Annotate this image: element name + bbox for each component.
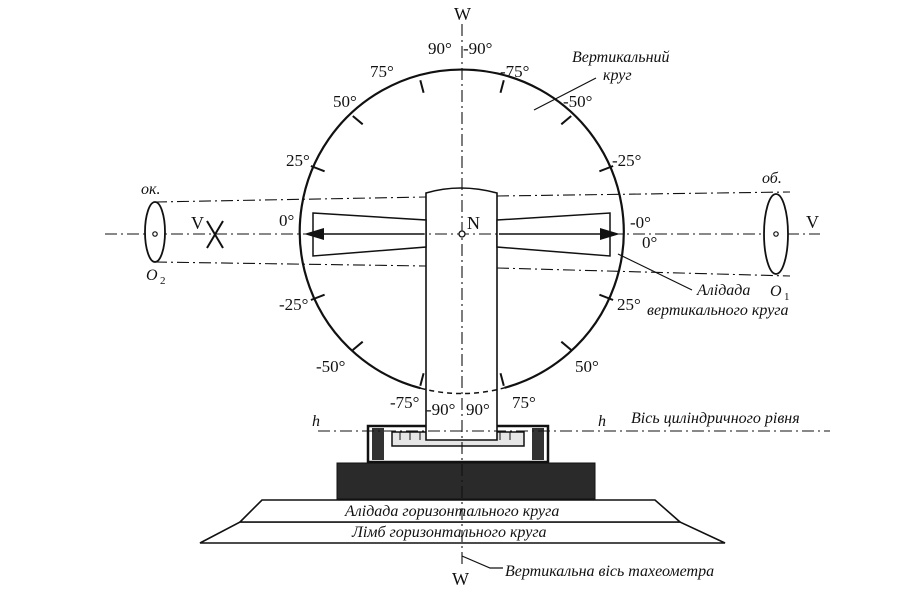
scale-label-right-50: -50° xyxy=(563,92,592,111)
leader-lines xyxy=(461,77,693,569)
eyepiece-point-sub: 2 xyxy=(160,275,166,287)
axis-n-center: N xyxy=(467,213,480,233)
level-h-left: h xyxy=(312,413,320,430)
eyepiece-point: O xyxy=(146,267,158,284)
right-level-screw xyxy=(532,428,544,460)
right-pointer-arrow xyxy=(600,228,620,240)
scale-label-lower-left-25: -25° xyxy=(279,295,308,314)
base-block xyxy=(336,462,596,500)
scale-label-lower-right-50: 50° xyxy=(575,357,599,376)
center-point xyxy=(458,230,466,238)
lenses xyxy=(144,193,789,275)
scale-label-left-75: 75° xyxy=(370,62,394,81)
axis-v-right: V xyxy=(806,212,819,232)
alidade-vertical-label: Алідада xyxy=(696,282,750,299)
alidade-vertical-label-2: вертикального круга xyxy=(647,302,789,319)
scale-label-left-50: 50° xyxy=(333,92,357,111)
scale-labels: 90° -90° 75° -75° 50° -50° 25° -25° 0° -… xyxy=(279,39,657,419)
eyepiece-label: ок. xyxy=(141,181,160,198)
scale-label-right-0b: 0° xyxy=(642,233,657,252)
left-level-screw xyxy=(372,428,384,460)
level-h-right: h xyxy=(598,413,606,430)
scale-ticks xyxy=(310,80,614,386)
axis-w-top: W xyxy=(454,4,471,24)
horizontal-alidade-label: Алідада горизонтального круга xyxy=(344,503,559,520)
lower-beam-line xyxy=(154,261,427,267)
vertical-circle-outline xyxy=(298,68,625,390)
upper-beam-line xyxy=(154,196,427,203)
scale-label-bottom-left-90: -90° xyxy=(426,400,455,419)
objective-point: O xyxy=(770,283,782,300)
scale-label-lower-left-50: -50° xyxy=(316,357,345,376)
vertical-circle-label: Вертикальний xyxy=(572,49,670,66)
scale-label-left-0: 0° xyxy=(279,211,294,230)
scale-label-lower-right-25: 25° xyxy=(617,295,641,314)
objective-point-sub: 1 xyxy=(784,291,790,303)
scale-label-bottom-right-90: 90° xyxy=(466,400,490,419)
scale-label-top-right-90: -90° xyxy=(463,39,492,58)
scale-label-right-0a: -0° xyxy=(630,213,651,232)
level-axis-label: Вісь циліндричного рівня xyxy=(631,410,800,427)
scale-label-right-75: -75° xyxy=(500,62,529,81)
vertical-circle xyxy=(298,68,625,395)
lower-beam-line-right xyxy=(496,267,791,277)
scale-label-left-25: 25° xyxy=(286,151,310,170)
axis-w-bottom: W xyxy=(452,569,469,589)
objective-label: об. xyxy=(762,170,782,187)
base-assembly xyxy=(199,424,726,544)
scale-label-lower-right-75: 75° xyxy=(512,393,536,412)
scale-label-lower-left-75: -75° xyxy=(390,393,419,412)
horizontal-limb-label: Лімб горизонтального круга xyxy=(351,524,547,541)
vertical-axis-label: Вертикальна вісь тахеометра xyxy=(505,563,714,580)
scale-label-right-25: -25° xyxy=(612,151,641,170)
vertical-circle-label-2: круг xyxy=(603,67,632,84)
scale-label-top-left-90: 90° xyxy=(428,39,452,58)
horizontal-alidade-plate xyxy=(238,499,683,523)
axis-v-left: V xyxy=(191,213,204,233)
crosshair-icon xyxy=(206,220,224,249)
upper-beam-line-right xyxy=(496,191,791,197)
